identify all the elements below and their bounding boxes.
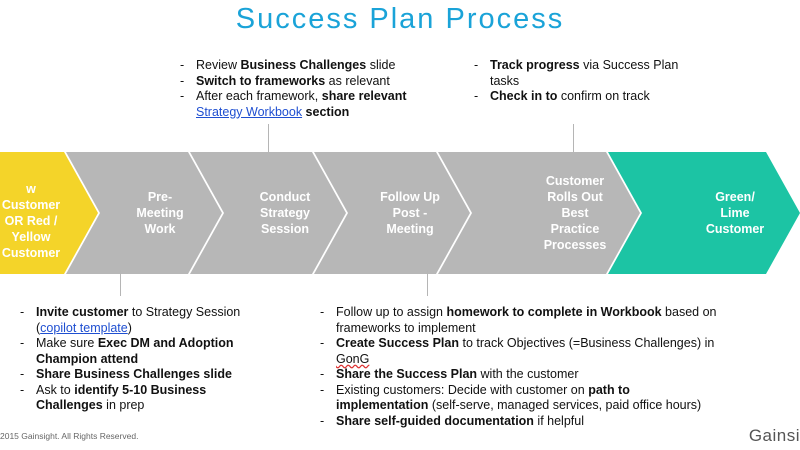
footer-copyright: 2015 Gainsight. All Rights Reserved. (0, 431, 139, 441)
chevron-rolls-out (438, 152, 640, 274)
list-item: Switch to frameworks as relevant (180, 74, 470, 90)
list-item: Follow up to assign homework to complete… (320, 305, 800, 336)
list-item: Review Business Challenges slide (180, 58, 470, 74)
strategy-workbook-link[interactable]: Strategy Workbook (196, 104, 303, 119)
list-item: Share Business Challenges slide (20, 367, 310, 383)
list-item: Existing customers: Decide with customer… (320, 383, 800, 414)
list-item: After each framework, share relevant (180, 89, 470, 105)
chevron-follow-up (314, 152, 470, 274)
connector-line-bottom (427, 270, 428, 296)
chevron-new-customer (0, 152, 98, 274)
process-flow (0, 152, 800, 274)
bottom-left-bullets: Invite customer to Strategy Session(copi… (20, 305, 310, 414)
list-item: Create Success Plan to track Objectives … (320, 336, 800, 367)
bottom-right-bullets: Follow up to assign homework to complete… (320, 305, 800, 429)
connector-line-top (268, 124, 269, 154)
page-title: Success Plan Process (235, 3, 565, 35)
list-item: Share the Success Plan with the customer (320, 367, 800, 383)
connector-line-top (573, 124, 574, 154)
copilot-template-link[interactable]: copilot template (40, 320, 128, 335)
chevron-green-customer (608, 152, 800, 274)
list-item: Invite customer to Strategy Session(copi… (20, 305, 310, 336)
list-item: Check in to confirm on track (474, 89, 734, 105)
list-item: Ask to identify 5-10 BusinessChallenges … (20, 383, 310, 414)
chevron-conduct-session (190, 152, 346, 274)
list-item-continuation: Strategy Workbook section (196, 104, 350, 119)
brand-logo: Gainsi (748, 426, 800, 445)
list-item: Share self-guided documentation if helpf… (320, 414, 800, 430)
chevron-pre-meeting (66, 152, 222, 274)
top-left-bullets: Review Business Challenges slide Switch … (180, 58, 470, 120)
connector-line-bottom (120, 270, 121, 296)
